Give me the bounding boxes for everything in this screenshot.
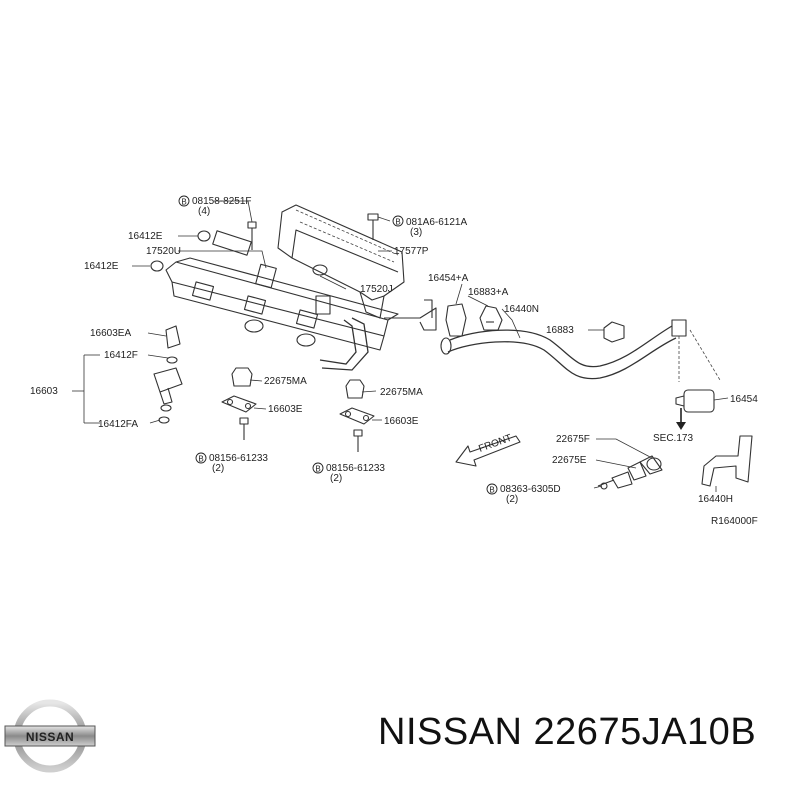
label-17520j: 17520J [360,284,393,295]
label-16440n: 16440N [504,304,539,315]
bolt-marker-08156-left: B [195,452,207,464]
bracket-16440h [701,435,753,487]
logo-bar [4,725,96,747]
bolt-08156-right [353,429,363,452]
label-16412e-upper: 16412E [128,231,163,242]
label-08363-6305d: 08363-6305D [500,484,561,495]
label-22675e: 22675E [552,455,587,466]
svg-text:B: B [181,198,186,207]
label-16603ea: 16603EA [90,328,131,339]
bolt-marker-08363: B [486,483,498,495]
fitting-group [597,455,663,490]
label-22675f: 22675F [556,434,590,445]
label-17520u: 17520U [146,246,181,257]
leader-lines [72,200,729,492]
fuel-hose [440,319,721,382]
label-16454: 16454 [730,394,758,405]
label-sec173: SEC.173 [653,433,693,444]
label-16412f: 16412F [104,350,138,361]
label-08156-right: 08156-61233 [326,463,385,474]
label-081a6-6121a: 081A6-6121A [406,217,467,228]
insulator-22675ma-right [345,379,365,399]
damper-16454 [675,389,715,413]
label-16412fa: 16412FA [98,419,138,430]
fuel-rail [165,230,399,351]
sec173-arrow [676,408,686,430]
spacer-16603e-right [339,407,375,425]
insulator-22675ma-left [231,367,253,387]
clamp-16883a [479,305,503,331]
logo-text: NISSAN [26,730,74,744]
bolt-081a6 [367,213,379,240]
label-reference-code: R164000F [711,516,758,527]
rail-outlet-pipe [319,299,437,371]
label-16412e-lower: 16412E [84,261,119,272]
spacer-16603e-left [221,395,257,413]
label-17577p: 17577P [394,246,429,257]
label-16440h: 16440H [698,494,733,505]
svg-text:B: B [395,218,400,227]
label-16603e-left: 16603E [268,404,303,415]
label-22675ma-right: 22675MA [380,387,423,398]
nissan-logo: NISSAN [4,699,96,773]
fuel-injector [153,325,183,424]
label-16883a: 16883+A [468,287,509,298]
label-08156-left: 08156-61233 [209,453,268,464]
bolt-marker-08156-right: B [312,462,324,474]
bolt-08158 [247,221,257,250]
bolt-marker-081a6: B [392,215,404,227]
label-22675ma-left: 22675MA [264,376,307,387]
label-08363-qty: (2) [506,494,518,505]
label-081a6-qty: (3) [410,227,422,238]
label-16883: 16883 [546,325,574,336]
label-16454a: 16454+A [428,273,469,284]
bolt-marker-08158: B [178,195,190,207]
svg-text:B: B [489,486,494,495]
clamp-16883 [603,321,625,343]
svg-text:B: B [198,455,203,464]
label-16603: 16603 [30,386,58,397]
label-08156-right-qty: (2) [330,473,342,484]
o-ring-16412e-upper [197,230,211,242]
front-direction-arrow [455,435,521,467]
label-16603e-right: 16603E [384,416,419,427]
svg-text:B: B [315,465,320,474]
label-08156-left-qty: (2) [212,463,224,474]
label-08158-8251f: 08158-8251F [192,196,252,207]
fuel-rail-cover [277,204,405,319]
bolt-08156-left [239,417,249,440]
o-ring-16412e-lower [150,260,164,272]
brand-part-number: NISSAN 22675JA10B [378,711,757,753]
label-08158-qty: (4) [198,206,210,217]
damper-16454a [445,303,467,337]
